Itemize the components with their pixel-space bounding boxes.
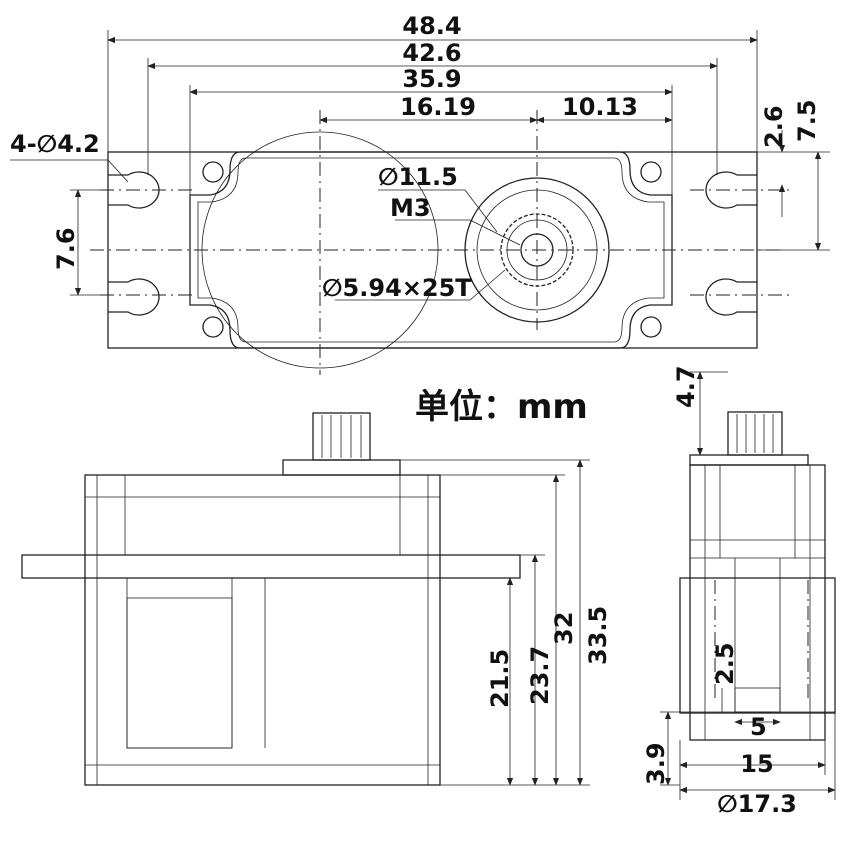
unit-label: 单位：mm bbox=[415, 387, 588, 427]
dim-horn-diameter: ∅11.5 bbox=[378, 163, 458, 191]
dim-4-7: 4.7 bbox=[672, 365, 700, 408]
dim-3-9: 3.9 bbox=[642, 742, 670, 785]
dim-5: 5 bbox=[750, 713, 767, 741]
dim-32: 32 bbox=[550, 612, 578, 645]
side-view: 4.7 2.5 5 3.9 15 ∅17.3 bbox=[642, 365, 836, 818]
dim-35-9: 35.9 bbox=[402, 65, 461, 93]
dim-screw: M3 bbox=[390, 194, 431, 222]
dim-spline: ∅5.94×25T bbox=[322, 274, 472, 302]
dim-2-5: 2.5 bbox=[711, 642, 739, 685]
dim-21-5: 21.5 bbox=[486, 649, 514, 708]
dim-23-7: 23.7 bbox=[526, 646, 554, 705]
dim-16-19: 16.19 bbox=[400, 93, 476, 121]
top-view: 48.4 42.6 35.9 16.19 10.13 2.6 7.5 4-∅4.… bbox=[10, 12, 830, 375]
dim-48-4: 48.4 bbox=[402, 12, 461, 40]
dim-7-5: 7.5 bbox=[793, 99, 821, 142]
dim-17-3: ∅17.3 bbox=[717, 790, 797, 818]
dim-7-6: 7.6 bbox=[52, 227, 80, 270]
screw-holes bbox=[202, 161, 662, 338]
front-view: 21.5 23.7 32 33.5 bbox=[21, 412, 612, 786]
dim-10-13: 10.13 bbox=[562, 93, 638, 121]
dim-33-5: 33.5 bbox=[584, 606, 612, 665]
dim-42-6: 42.6 bbox=[402, 39, 461, 67]
dim-mount-holes: 4-∅4.2 bbox=[10, 130, 100, 158]
dim-2-6: 2.6 bbox=[760, 105, 788, 148]
dim-15: 15 bbox=[740, 750, 773, 778]
